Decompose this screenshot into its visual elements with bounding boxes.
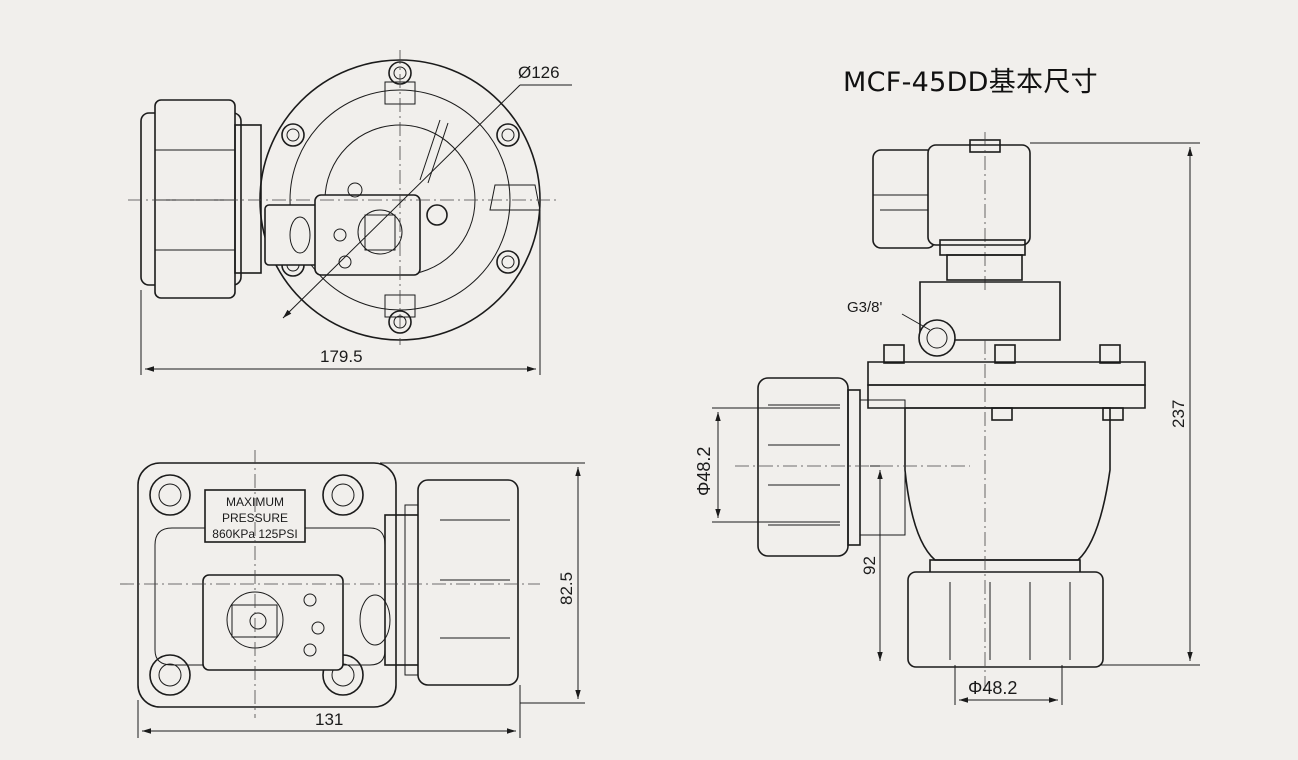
coil (872, 132, 1031, 290)
total-height-label: 237 (1169, 400, 1188, 428)
top-view-nut (140, 99, 262, 299)
drawing-title: MCF-45DD基本尺寸 (843, 67, 1098, 98)
top-view: Ø126 179.5 (128, 50, 572, 375)
bottom-view-nut (384, 479, 519, 686)
top-view-width-label: 179.5 (320, 347, 363, 366)
inlet-height-label: 92 (860, 556, 879, 575)
inlet-nut (757, 377, 906, 557)
bottom-view-height-label: 82.5 (557, 572, 576, 605)
pilot-port-label: G3/8' (847, 299, 883, 316)
inlet-diameter-label: Φ48.2 (694, 447, 714, 496)
flange-diameter-label: Ø126 (518, 63, 560, 82)
outlet-nut (907, 559, 1104, 668)
bottom-view: MAXIMUM PRESSURE 860KPa 125PSI (120, 450, 585, 738)
side-view: G3/8' (694, 132, 1200, 705)
outlet-diameter-label: Φ48.2 (968, 678, 1017, 698)
bottom-view-width-label: 131 (315, 710, 343, 729)
